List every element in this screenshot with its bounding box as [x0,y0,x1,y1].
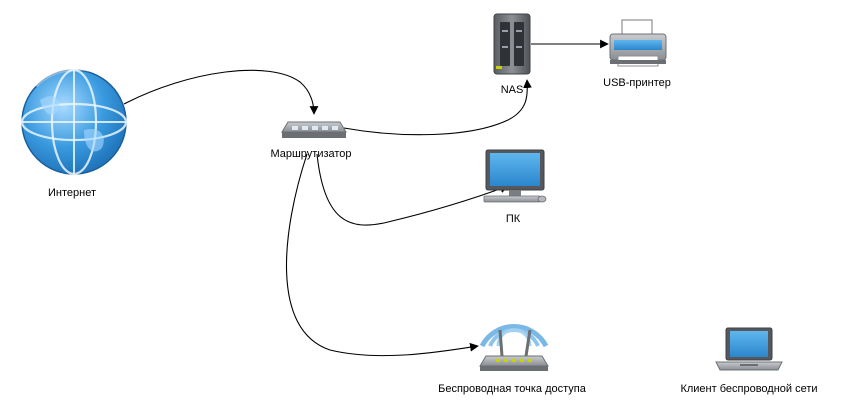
node-access-point[interactable]: Беспроводная точка доступа [438,323,587,395]
laptop-icon [715,327,783,371]
link-router-pc [316,153,509,226]
node-router[interactable]: Маршрутизатор [270,121,352,160]
node-wireless-client[interactable]: Клиент беспроводной сети [680,327,818,395]
link-router-accesspoint [286,153,479,357]
connectors [123,39,609,357]
nas-label: NAS [501,84,524,96]
node-internet[interactable]: Интернет [20,67,128,199]
pc-label: ПК [506,213,521,225]
printer-icon [609,19,667,67]
wireless-client-label: Клиент беспроводной сети [680,383,817,395]
router-label: Маршрутизатор [270,148,351,160]
router-icon [281,121,347,138]
link-internet-router [123,69,319,115]
printer-label: USB-принтер [603,77,671,89]
node-pc[interactable]: ПК [483,149,547,225]
wireless-access-point-icon [479,323,549,371]
link-router-nas [343,79,532,136]
globe-icon [20,67,128,176]
desktop-monitor-icon [483,149,547,203]
internet-label: Интернет [48,187,96,199]
access-point-label: Беспроводная точка доступа [438,383,587,395]
node-nas[interactable]: NAS [493,13,531,96]
node-printer[interactable]: USB-принтер [603,19,671,89]
nas-server-icon [493,13,531,75]
